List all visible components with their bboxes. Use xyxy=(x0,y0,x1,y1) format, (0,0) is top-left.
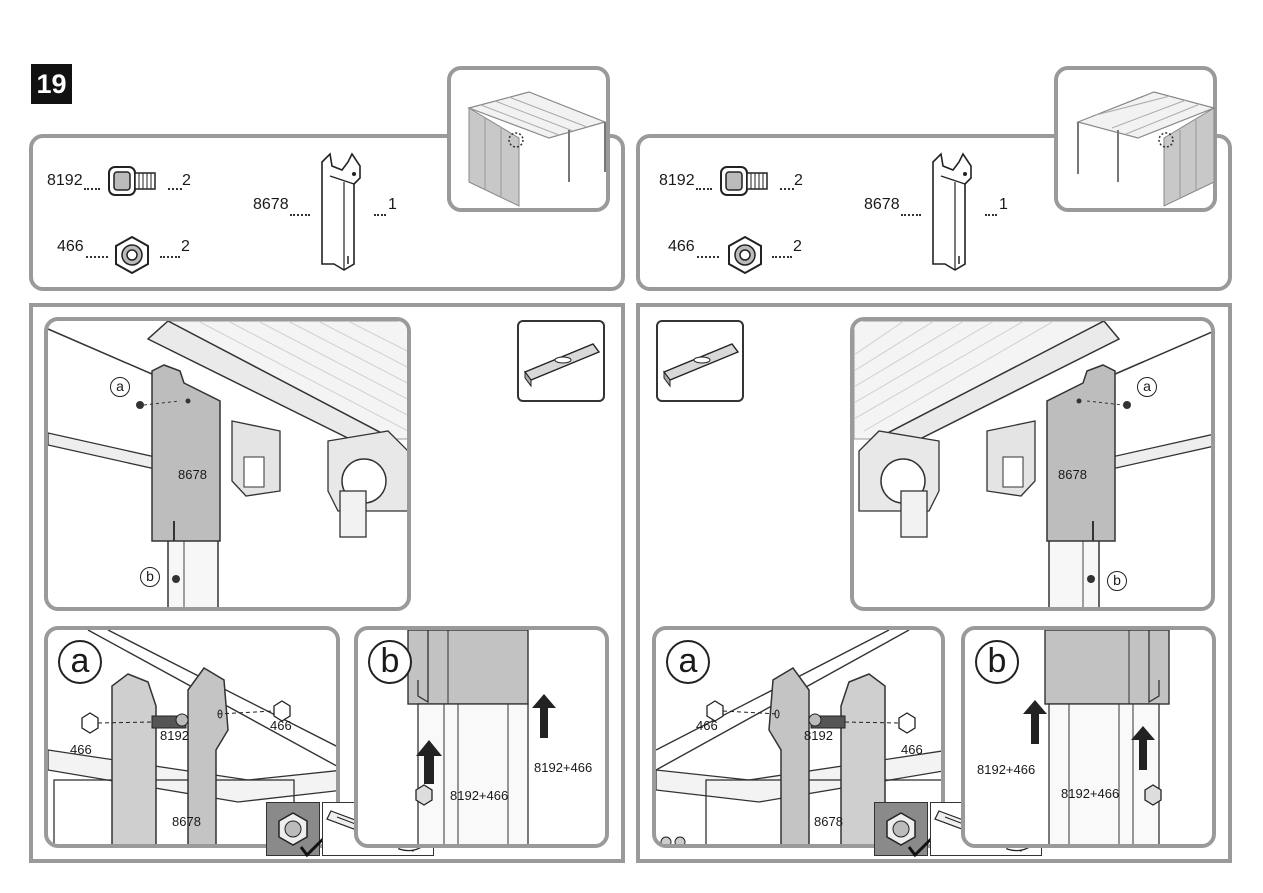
right-detail-a-nut-right: 466 xyxy=(901,742,923,757)
pergola-overview-icon xyxy=(1076,91,1216,207)
left-part-466-qty: 2 xyxy=(181,238,190,255)
right-detail-a-bracket: 8678 xyxy=(814,814,843,829)
left-detail-b-letter: b xyxy=(368,640,412,684)
left-main-callout-b: b xyxy=(140,567,160,587)
up-arrow-icon xyxy=(416,694,556,784)
hex-nut-icon xyxy=(728,235,762,275)
left-detail-a-nut-right: 466 xyxy=(270,718,292,733)
right-overview-box xyxy=(1054,66,1217,212)
left-part-466-code: 466 xyxy=(57,238,84,255)
left-detail-b-hw-outer: 8192+466 xyxy=(534,760,593,775)
left-part-8678-code: 8678 xyxy=(253,196,289,213)
right-part-8678-code: 8678 xyxy=(864,196,900,213)
right-detail-b-letter: b xyxy=(975,640,1019,684)
left-detail-a-bracket: 8678 xyxy=(172,814,201,829)
right-detail-b-hw-outer: 8192+466 xyxy=(977,762,1036,777)
left-part-8192-code: 8192 xyxy=(47,172,83,189)
left-detail-a-letter: a xyxy=(58,640,102,684)
bracket-8678-icon xyxy=(321,152,361,271)
right-detail-a-bolt: 8192 xyxy=(804,728,833,743)
left-detail-b-hw-inner: 8192+466 xyxy=(450,788,509,803)
left-detail-a-nut-left: 466 xyxy=(70,742,92,757)
right-part-466-qty: 2 xyxy=(793,238,802,255)
right-part-8192-qty: 2 xyxy=(794,172,803,189)
left-tighten-check xyxy=(266,802,327,858)
right-main-view: a b 8678 xyxy=(850,317,1215,611)
tighten-check-icon xyxy=(886,812,935,858)
right-main-callout-b: b xyxy=(1107,571,1127,591)
right-detail-a-letter: a xyxy=(666,640,710,684)
hex-nut-icon xyxy=(115,235,149,275)
right-part-8678-qty: 1 xyxy=(999,196,1008,213)
right-part-466-code: 466 xyxy=(668,238,695,255)
left-part-8678-qty: 1 xyxy=(388,196,397,213)
bolt-icon xyxy=(108,166,156,196)
right-main-bracket-label: 8678 xyxy=(1058,467,1087,482)
tighten-check-icon xyxy=(278,812,327,858)
right-main-callout-a: a xyxy=(1137,377,1157,397)
right-detail-b: b 8192+466 8192+466 xyxy=(961,626,1216,848)
level-tool-icon xyxy=(662,343,740,388)
step-number: 19 xyxy=(31,64,72,104)
right-level-box xyxy=(656,320,744,402)
left-main-bracket-label: 8678 xyxy=(178,467,207,482)
right-detail-b-hw-inner: 8192+466 xyxy=(1061,786,1120,801)
left-part-8192-qty: 2 xyxy=(182,172,191,189)
bracket-8678-icon xyxy=(932,152,972,271)
right-part-8192-code: 8192 xyxy=(659,172,695,189)
right-detail-a-nut-left: 466 xyxy=(696,718,718,733)
left-overview-box xyxy=(447,66,610,212)
left-detail-a-bolt: 8192 xyxy=(160,728,189,743)
left-level-box xyxy=(517,320,605,402)
level-tool-icon xyxy=(523,343,601,388)
left-main-callout-a: a xyxy=(110,377,130,397)
left-detail-b: b 8192+466 8192+466 xyxy=(354,626,609,848)
right-tighten-check xyxy=(874,802,935,858)
left-main-view: a b 8678 xyxy=(44,317,411,611)
up-arrow-icon xyxy=(1023,700,1155,770)
pergola-overview-icon xyxy=(467,91,607,207)
bolt-icon xyxy=(720,166,768,196)
